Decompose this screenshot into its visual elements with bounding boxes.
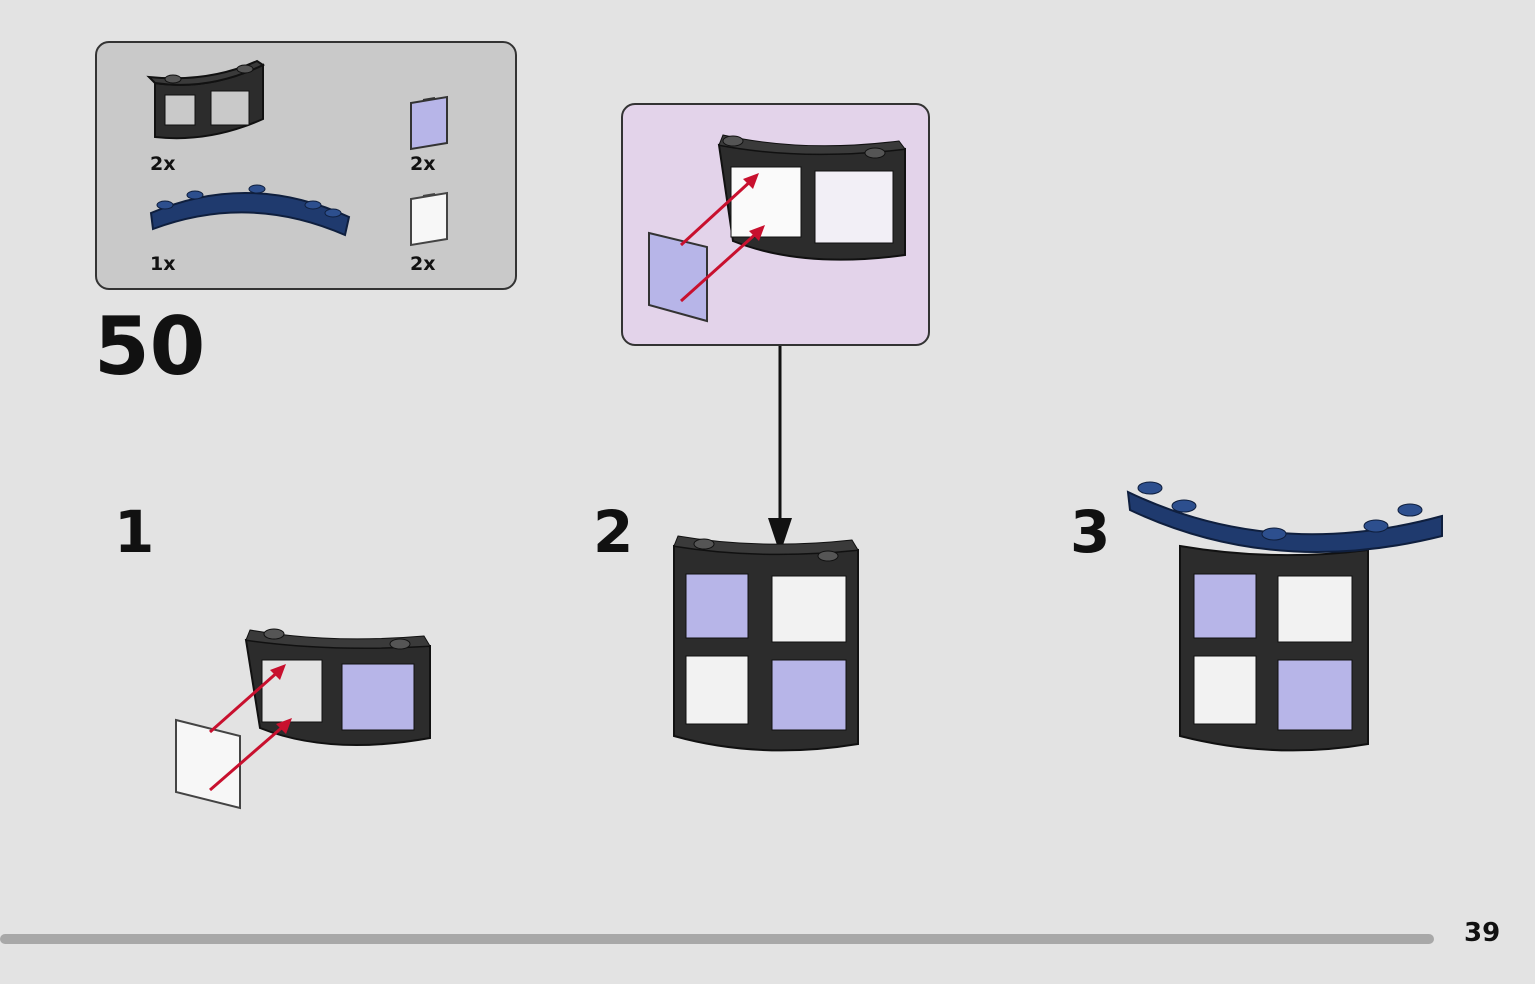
lavender-pane-part-icon: [410, 95, 448, 151]
part-qty-lavender-pane: 2x: [410, 153, 436, 175]
substep-2-illustration: [673, 535, 859, 752]
substep-3-number: 3: [1070, 498, 1111, 566]
part-qty-curved-plate: 1x: [150, 253, 176, 275]
substep-2-number: 2: [593, 498, 634, 566]
substep-1-illustration: [175, 628, 431, 810]
window-frame-part-icon: [146, 59, 266, 140]
page-number: 39: [1464, 918, 1501, 948]
callout-frame-illustration: [648, 134, 906, 323]
part-qty-frame: 2x: [150, 153, 176, 175]
step-number: 50: [94, 300, 206, 393]
connector-arrow: [768, 346, 792, 554]
curved-plate-part-icon: [149, 184, 351, 237]
part-qty-white-pane: 2x: [410, 253, 436, 275]
substep-3-illustration: [1126, 481, 1443, 752]
page-progress-bar: [0, 934, 1434, 944]
parts-list-box: 2x 2x 1x 2x: [95, 41, 517, 290]
white-pane-part-icon: [410, 191, 448, 247]
substep-1-number: 1: [114, 498, 155, 566]
callout-box: [621, 103, 930, 346]
